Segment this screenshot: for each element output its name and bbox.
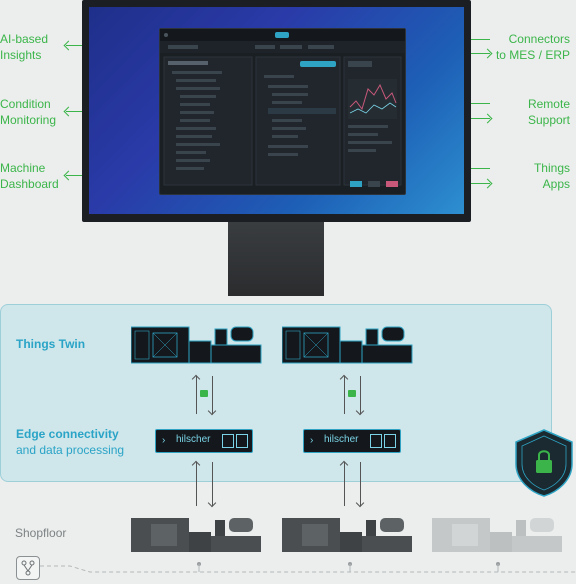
app-window <box>159 28 406 195</box>
shopfloor-machine-2 <box>282 518 412 552</box>
monitor-stand <box>228 222 324 296</box>
arrow-up-shop-2 <box>344 462 345 506</box>
edge-connectivity-subtitle: and data processing <box>16 443 125 457</box>
label-ai-insights: AI-based Insights <box>0 32 49 62</box>
hilscher-gateway-1: › hilscher <box>155 429 253 453</box>
arrow-down-shop-2 <box>360 462 361 506</box>
network-line <box>40 562 576 573</box>
arrow-down-shop-1 <box>212 462 213 506</box>
hilscher-gateway-2: › hilscher <box>303 429 401 453</box>
label-things-apps: Things Apps <box>533 161 570 191</box>
edge-connectivity-title: Edge connectivity <box>16 427 119 441</box>
gateway-name: hilscher <box>324 434 359 445</box>
security-shield-icon <box>515 429 573 497</box>
things-twin-machine-1 <box>131 326 262 364</box>
monitor-screen <box>89 7 464 214</box>
monitor <box>82 0 471 222</box>
things-twin-machine-2 <box>282 326 413 364</box>
network-node-icon <box>16 556 40 580</box>
port-icon <box>222 434 234 448</box>
lock-icon <box>348 390 356 397</box>
port-icon <box>384 434 396 448</box>
label-condition-monitoring: Condition Monitoring <box>0 97 57 127</box>
shopfloor-machine-3-faded <box>432 518 562 552</box>
lock-icon <box>200 390 208 397</box>
arrow-up-twin-2 <box>344 376 345 414</box>
gateway-logo-icon: › <box>162 435 166 446</box>
gateway-name: hilscher <box>176 434 211 445</box>
arrow-up-twin-1 <box>196 376 197 414</box>
label-remote-support: Remote Support <box>527 97 570 127</box>
edge-panel <box>0 304 552 482</box>
shopfloor-machine-1 <box>131 518 261 552</box>
port-icon <box>236 434 248 448</box>
gateway-logo-icon: › <box>310 435 314 446</box>
port-icon <box>370 434 382 448</box>
arrow-down-twin-1 <box>212 376 213 414</box>
label-connectors: Connectors to MES / ERP <box>495 32 570 62</box>
arrow-up-shop-1 <box>196 462 197 506</box>
shopfloor-label: Shopfloor <box>15 526 67 540</box>
things-twin-title: Things Twin <box>16 337 86 351</box>
label-machine-dashboard: Machine Dashboard <box>0 161 59 191</box>
arrow-down-twin-2 <box>360 376 361 414</box>
app-ui-mockup <box>160 29 405 187</box>
